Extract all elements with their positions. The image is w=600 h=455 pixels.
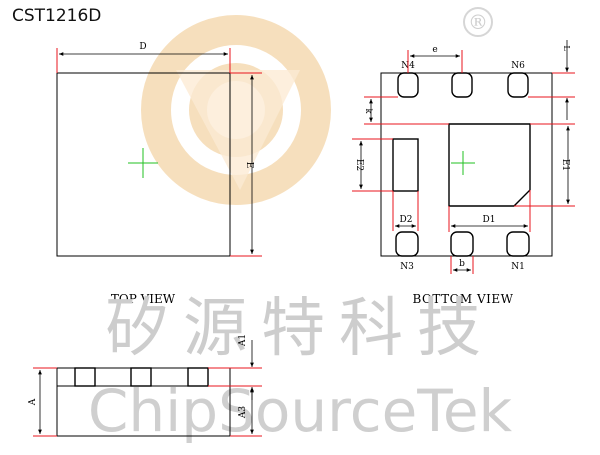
paddle-small [392, 138, 419, 192]
dim-d1: D1 [448, 190, 531, 232]
dim-d1-label: D1 [483, 215, 496, 225]
dim-d2: D2 [392, 191, 419, 231]
side-lead-1 [74, 367, 96, 387]
registered-symbol: ® [468, 10, 488, 34]
pin-label-n3: N3 [400, 262, 414, 272]
dim-b-label: b [459, 259, 465, 269]
bottom-view-body [380, 72, 553, 257]
dim-e1: E1 [514, 123, 575, 207]
side-lead-3 [187, 367, 209, 387]
dim-l-label: L [562, 45, 571, 51]
pad-bottom-middle [450, 231, 474, 257]
pad-n3 [395, 231, 419, 257]
pin-label-n6: N6 [511, 61, 525, 71]
pad-n6 [507, 72, 529, 98]
registered-mark: ® [463, 7, 493, 37]
paddle-main [448, 123, 531, 207]
dim-e-pitch-label: e [432, 45, 437, 55]
top-view: D E TOP VIEW [56, 42, 262, 306]
dim-k: k [364, 96, 449, 125]
dim-a3-label: A3 [238, 406, 248, 419]
dim-a3: A3 [230, 388, 262, 437]
dim-l: L [528, 40, 575, 120]
pad-n4 [397, 72, 419, 98]
part-number-title: CST1216D [12, 6, 102, 26]
side-lead-2 [130, 367, 152, 387]
dim-d-label: D [139, 42, 146, 52]
watermark-logo [141, 15, 331, 205]
top-center-mark [128, 148, 158, 178]
dim-k-label: k [364, 109, 373, 114]
bottom-center-mark [451, 151, 475, 175]
watermark-chinese: 矽源特科技 [105, 292, 495, 366]
dim-e-pitch: e [407, 45, 463, 73]
pin-label-n1: N1 [511, 262, 525, 272]
side-view: A A1 A3 [28, 334, 262, 437]
watermark-english: ChipSourceTek [88, 377, 513, 445]
dim-a1-label: A1 [238, 334, 248, 347]
dim-e-label: E [244, 162, 254, 169]
dim-e1-label: E1 [560, 159, 570, 171]
bottom-view: N4 N6 N3 N1 e L k [352, 40, 575, 306]
top-view-body [56, 72, 231, 257]
top-view-label: TOP VIEW [111, 292, 176, 306]
pad-n1 [506, 231, 530, 257]
pad-top-middle [451, 72, 473, 98]
dim-e2-label: E2 [354, 159, 364, 171]
dim-a-label: A [28, 398, 38, 406]
dim-e: E [230, 72, 262, 257]
dim-a: A [28, 367, 57, 437]
dim-e2: E2 [352, 138, 393, 192]
dim-b: b [450, 256, 474, 274]
dim-d: D [56, 42, 231, 73]
bottom-view-label: BOTTOM VIEW [412, 292, 513, 306]
dim-d2-label: D2 [400, 215, 413, 225]
